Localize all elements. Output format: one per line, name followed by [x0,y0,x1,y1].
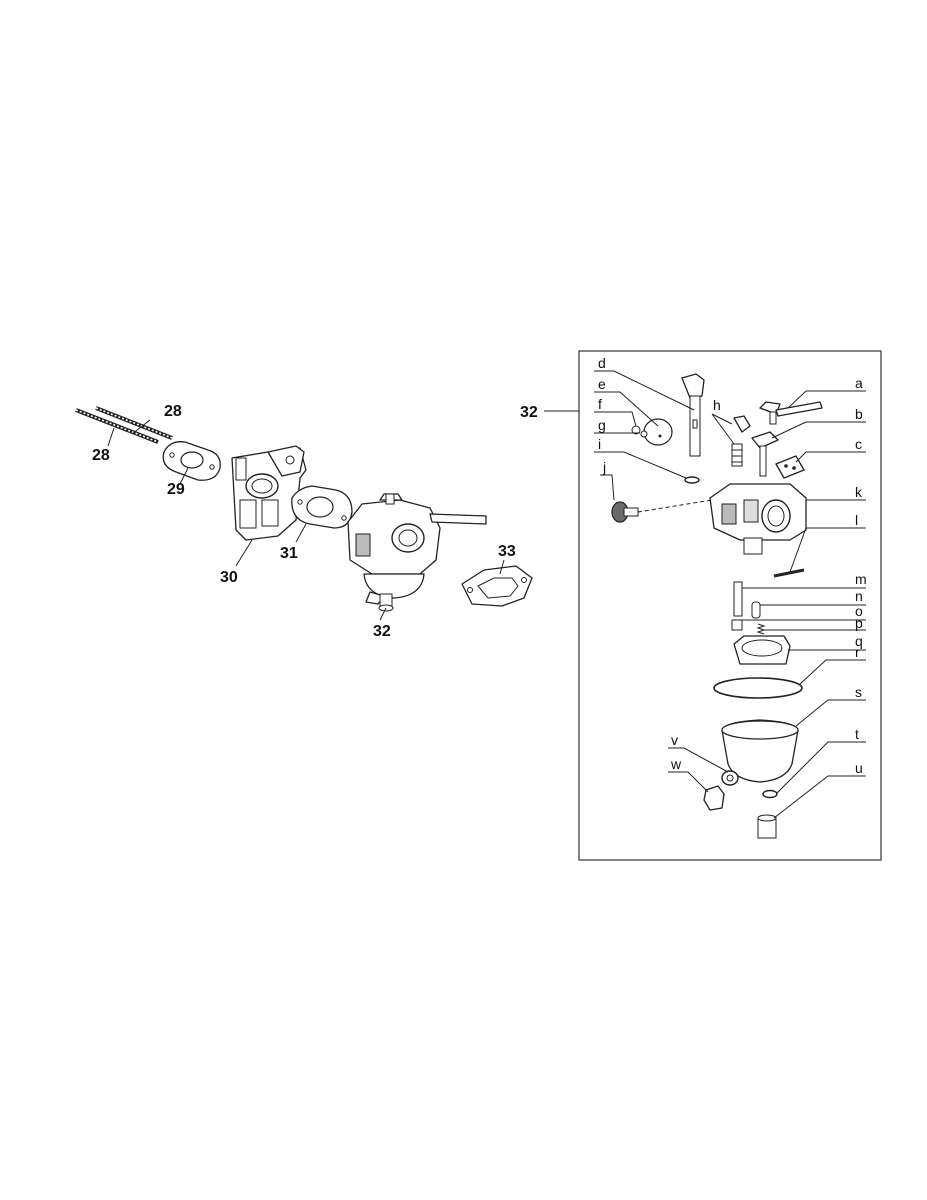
label-r: r [855,644,860,660]
part-a-choke-lever [759,401,823,425]
label-n: n [855,588,863,604]
label-l: l [855,512,858,528]
label-s: s [855,684,862,700]
detail-callout-32: 32 [520,404,538,421]
part-i-o-ring [684,476,700,484]
label-e: e [598,376,606,392]
gasket-33 [461,565,533,607]
part-d-shaft [681,373,705,457]
part-p-needle-spring [756,623,766,635]
callout-32: 32 [373,623,391,640]
label-i: i [598,436,601,452]
part-h-valve [731,415,751,467]
label-p: p [855,615,863,631]
insulator-spacer-30 [231,445,307,541]
part-o-float-needle [731,619,743,631]
part-c-plate [775,455,805,479]
part-r-float-bowl-gasket [713,677,803,699]
callout-33: 33 [498,543,516,560]
label-g: g [598,417,606,433]
stud-28-lower [75,408,159,444]
part-k-carburetor-body [709,483,807,555]
label-d: d [598,355,606,371]
part-u-drain-bolt [757,814,777,839]
label-b: b [855,406,863,422]
part-l-float-pin [773,568,805,578]
label-m: m [855,571,867,587]
callout-30: 30 [220,569,238,586]
part-s-float-bowl [721,719,799,783]
label-u: u [855,760,863,776]
part-t-washer [762,789,778,799]
callout-29: 29 [167,481,185,498]
part-m-main-nozzle [733,581,743,617]
label-w: w [670,756,682,772]
callout-28-lower: 28 [92,447,110,464]
part-n-main-jet [751,601,761,619]
part-v-washer [721,770,739,786]
part-g-washer [640,430,648,438]
carburetor-detail-panel: 32 [520,350,882,861]
label-o: o [855,603,863,619]
label-j: j [602,459,606,475]
part-j-pilot-screw [611,499,713,523]
part-b-throttle-lever [751,431,779,477]
detail-frame [578,350,882,861]
part-w-bolt [703,785,725,811]
label-v: v [671,732,678,748]
label-k: k [855,484,863,500]
gasket-29 [162,441,221,481]
callout-28-upper: 28 [164,403,182,420]
part-e-choke-plate [643,418,673,446]
label-h: h [713,397,721,413]
label-f: f [598,396,602,412]
label-a: a [855,375,863,391]
main-exploded-view: 28 28 29 30 31 32 33 [75,403,533,640]
label-q: q [855,633,863,649]
stud-28-upper [95,406,173,440]
label-c: c [855,436,862,452]
label-t: t [855,726,859,742]
callout-31: 31 [280,545,298,562]
part-q-float [733,635,791,665]
carburetor-assembly-32 [347,493,487,612]
gasket-31 [291,485,353,529]
detail-leader-lines [594,370,866,819]
